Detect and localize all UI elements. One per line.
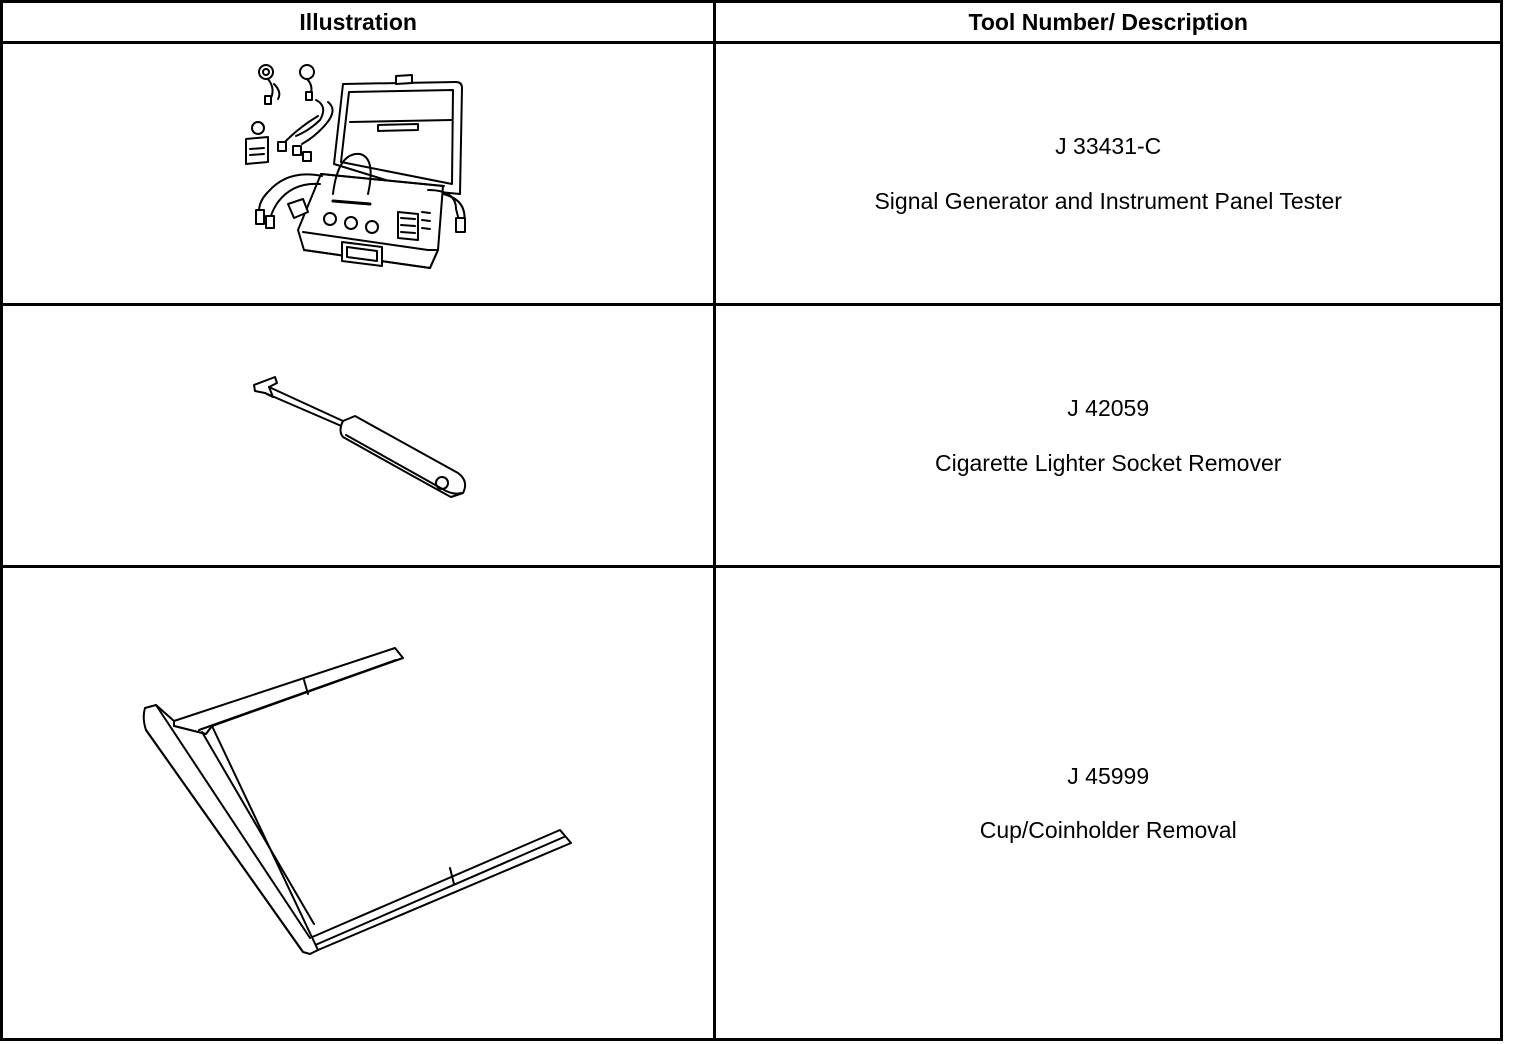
table-row: J 45999 Cup/Coinholder Removal: [0, 565, 1503, 1041]
tool-number: J 42059: [1067, 395, 1150, 422]
signal-generator-kit-icon: [245, 63, 467, 269]
illustration-cell: [0, 303, 717, 568]
tool-column-header: Tool Number/ Description: [713, 0, 1503, 44]
table-row: J 42059 Cigarette Lighter Socket Remover: [0, 303, 1503, 568]
tool-description-cell: J 45999 Cup/Coinholder Removal: [713, 565, 1503, 1041]
table-header-row: Illustration Tool Number/ Description: [0, 0, 1503, 44]
tool-number: J 45999: [1067, 762, 1150, 789]
tool-description: Cup/Coinholder Removal: [979, 817, 1237, 843]
tool-description-cell: J 33431-C Signal Generator and Instrumen…: [713, 41, 1503, 306]
tool-description: Cigarette Lighter Socket Remover: [934, 449, 1282, 476]
tool-description-cell: J 42059 Cigarette Lighter Socket Remover: [713, 303, 1503, 568]
tool-description: Signal Generator and Instrument Panel Te…: [874, 187, 1342, 214]
tool-number: J 33431-C: [1055, 133, 1162, 160]
illustration-cell: [0, 41, 717, 306]
table-row: J 33431-C Signal Generator and Instrumen…: [0, 41, 1503, 306]
socket-remover-tool-icon: [253, 375, 467, 498]
cup-coinholder-removal-tool-icon: [142, 647, 573, 955]
illustration-cell: [0, 565, 717, 1041]
illustration-column-header: Illustration: [0, 0, 717, 44]
